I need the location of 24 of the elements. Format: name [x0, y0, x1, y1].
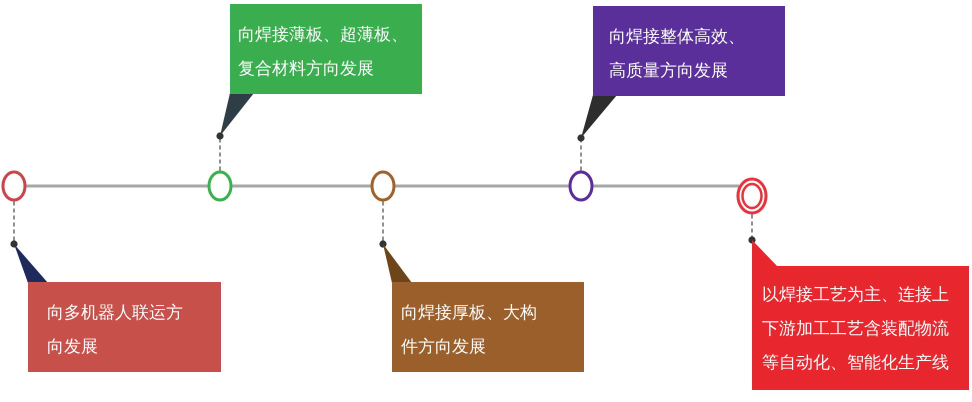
- callout-bubble: [581, 6, 785, 138]
- callout-text: 向多机器人联运方向发展: [47, 302, 184, 359]
- callout-text: 向焊接厚板、大构件方向发展: [401, 302, 538, 359]
- callout-bubble: [383, 244, 584, 372]
- leader-line: [577, 134, 585, 170]
- callout-bubble: [752, 240, 969, 390]
- callout-text: 向焊接薄板、超薄板、复合材料方向发展: [238, 24, 409, 81]
- callout-text: 以焊接工艺为主、连接上下游加工工艺含装配物流等自动化、智能化生产线: [762, 284, 950, 375]
- milestone-marker: [568, 170, 594, 202]
- milestone-marker: [1, 170, 27, 202]
- timeline-line: [396, 184, 568, 188]
- leader-line: [748, 214, 756, 244]
- leader-line: [216, 132, 224, 170]
- callout-text: 向焊接整体高效、高质量方向发展: [609, 26, 746, 83]
- timeline-line: [232, 184, 370, 188]
- leader-line: [10, 202, 18, 248]
- milestone-marker: [207, 170, 233, 202]
- milestone-marker: [370, 170, 396, 202]
- callout-bubble: [220, 4, 422, 136]
- callout-bubble: [14, 244, 221, 372]
- timeline-line: [26, 184, 208, 188]
- milestone-marker: [736, 177, 768, 215]
- timeline-line: [594, 184, 740, 188]
- leader-line: [379, 202, 387, 248]
